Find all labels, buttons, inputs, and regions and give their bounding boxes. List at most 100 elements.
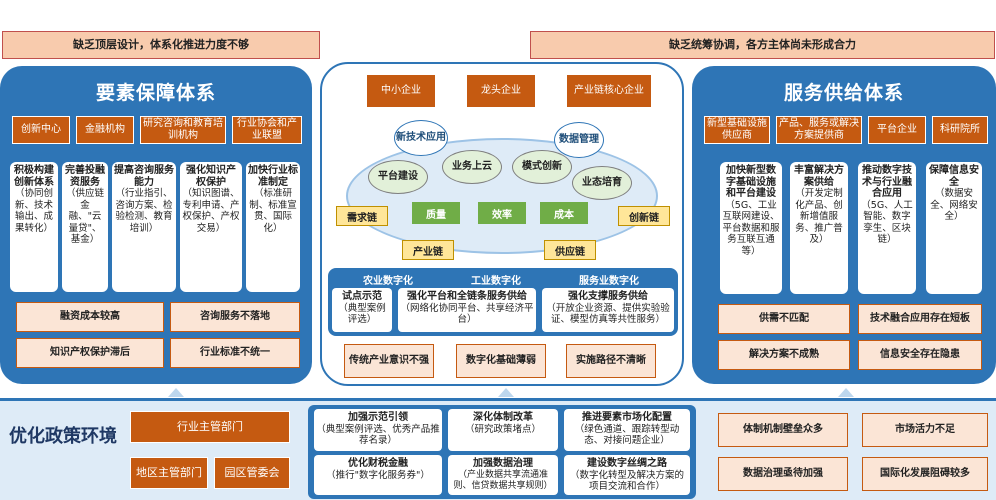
- measure-head: 推进要素市场化配置: [582, 412, 672, 423]
- arrow-up-left: [168, 388, 184, 397]
- measure-head: 试点示范: [342, 291, 382, 302]
- measure-body: （5G、人工智能、数字孪生、区块链）: [861, 199, 913, 246]
- oval-model: 模式创新: [512, 150, 572, 184]
- measure-head: 提高咨询服务能力: [114, 165, 174, 188]
- transform-block: 农业数字化 工业数字化 服务业数字化 试点示范 （典型案例评选） 强化平台和全链…: [328, 268, 678, 336]
- measure-head: 保障信息安全: [929, 165, 979, 188]
- measure-standards: 加快行业标准制定 （标准研制、标准宣贯、国际化）: [246, 162, 300, 292]
- measure-fiscal-finance: 优化财税金融 （推行"数字化服务券"）: [314, 455, 442, 495]
- measure-head: 丰富解决方案供给: [794, 165, 844, 188]
- issue-standards: 行业标准不统一: [170, 338, 300, 368]
- issue-solution-maturity: 解决方案不成熟: [718, 340, 850, 370]
- measure-head: 强化支撑服务供给: [568, 291, 648, 302]
- measure-head: 加强示范引领: [348, 412, 408, 423]
- actor-solution-provider: 产品、服务或解决方案提供商: [776, 116, 862, 144]
- measure-body: （开放企业资源、提供实验验证、模型仿真等共性服务）: [546, 302, 670, 326]
- measure-body: （协同创新、技术输出、成果转化）: [14, 188, 53, 234]
- measure-body: （绿色通道、跟踪转型动态、对接问题企业）: [574, 423, 680, 447]
- measure-platform-supply: 强化平台和全链条服务供给 （网络化协同平台、共享经济平台）: [398, 288, 536, 332]
- measure-body: （数字化转型及解决方案的项目交流和合作）: [569, 469, 684, 493]
- measure-head: 加强数据治理: [473, 458, 533, 469]
- arrow-up-center: [498, 388, 514, 397]
- box-quality: 质量: [412, 202, 460, 224]
- oval-cloud: 业务上云: [442, 150, 502, 184]
- chain-innovation: 创新链: [618, 206, 670, 226]
- measure-ip-protection: 强化知识产权保护 （知识图谱、专利申请、产权保护、产权交易）: [180, 162, 242, 292]
- measure-body: （供应链金融、"云量贷"、基金）: [65, 188, 104, 245]
- dept-industry: 行业主管部门: [130, 411, 290, 443]
- top-banner-right: 缺乏统筹协调，各方主体尚未形成合力: [530, 31, 995, 59]
- top-banner-left: 缺乏顶层设计，体系化推进力度不够: [2, 31, 320, 59]
- measure-solutions: 丰富解决方案供给 （开发定制化产品、创新增值服务、推广普及）: [790, 162, 848, 294]
- measure-body: （5G、工业互联网建设、平台数据和服务互联互通等）: [722, 199, 780, 257]
- dept-park: 园区管委会: [214, 457, 290, 489]
- measure-body: （典型案例评选、优秀产品推荐名录）: [316, 423, 440, 447]
- issue-foundation: 数字化基础薄弱: [456, 344, 546, 378]
- measure-body: （知识图谱、专利申请、产权保护、产权交易）: [182, 188, 240, 234]
- actor-platform: 平台企业: [868, 116, 926, 144]
- measure-body: （标准研制、标准宣贯、国际化）: [249, 188, 297, 234]
- measure-body: （开发定制化产品、创新增值服务、推广普及）: [795, 188, 843, 245]
- measure-body: （研究政策堵点）: [464, 423, 541, 435]
- chain-industry: 产业链: [402, 240, 454, 260]
- tag-data-mgmt: 数据管理: [554, 122, 604, 158]
- measure-head: 强化平台和全链条服务供给: [407, 291, 527, 302]
- issue-awareness: 传统产业意识不强: [344, 344, 434, 378]
- oval-format: 业态培育: [572, 166, 632, 200]
- actor-infrastructure: 新型基础设施供应商: [704, 116, 770, 144]
- measure-financing: 完善投融资服务 （供应链金融、"云量贷"、基金）: [62, 162, 108, 292]
- issue-info-security: 信息安全存在隐患: [858, 340, 982, 370]
- measure-body: （典型案例评选）: [338, 302, 386, 326]
- measure-body: （数据安全、网络安全）: [930, 188, 978, 222]
- measure-head: 建设数字丝绸之路: [587, 458, 667, 469]
- measure-pilot: 试点示范 （典型案例评选）: [332, 288, 392, 332]
- measure-data-governance: 加强数据治理 （产业数据共享流通准则、信贷数据共享规则）: [448, 455, 558, 495]
- measure-head: 深化体制改革: [473, 412, 533, 423]
- measure-body: （行业指引、咨询方案、检验检测、教育培训）: [115, 188, 173, 234]
- measure-factor-market: 推进要素市场化配置 （绿色通道、跟踪转型动态、对接问题企业）: [564, 409, 690, 451]
- measure-head: 强化知识产权保护: [186, 165, 236, 188]
- issue-internationalization: 国际化发展阻碍较多: [862, 457, 988, 491]
- left-panel-title: 要素保障体系: [95, 82, 216, 104]
- measure-support-supply: 强化支撑服务供给 （开放企业资源、提供实验验证、模型仿真等共性服务）: [542, 288, 674, 332]
- issue-consulting: 咨询服务不落地: [170, 302, 300, 332]
- oval-platform: 平台建设: [368, 160, 428, 194]
- measure-infrastructure: 加快新型数字基础设施和平台建设 （5G、工业互联网建设、平台数据和服务互联互通等…: [720, 162, 782, 294]
- issue-financing-cost: 融资成本较高: [16, 302, 164, 332]
- bottom-panel-title: 优化政策环境: [9, 426, 117, 447]
- issue-ip-lag: 知识产权保护滞后: [16, 338, 164, 368]
- enterprise-core: 产业链核心企业: [566, 74, 652, 108]
- measure-head: 加快行业标准制定: [248, 165, 298, 188]
- transform-agri: 农业数字化: [363, 276, 413, 287]
- transform-industry: 工业数字化: [471, 276, 521, 287]
- measure-head: 积极构建创新体系: [14, 165, 54, 188]
- actor-innovation-center: 创新中心: [12, 116, 70, 144]
- measure-head: 推动数字技术与行业融合应用: [862, 165, 912, 199]
- enterprise-leading: 龙头企业: [466, 74, 536, 108]
- dept-regional: 地区主管部门: [130, 457, 208, 489]
- measure-head: 完善投融资服务: [65, 165, 105, 188]
- measure-head: 加快新型数字基础设施和平台建设: [726, 165, 776, 199]
- right-panel: 服务供给体系 新型基础设施供应商 产品、服务或解决方案提供商 平台企业 科研院所…: [692, 66, 996, 384]
- measure-tech-fusion: 推动数字技术与行业融合应用 （5G、人工智能、数字孪生、区块链）: [858, 162, 916, 294]
- right-panel-title: 服务供给体系: [783, 82, 904, 104]
- measure-digital-silk-road: 建设数字丝绸之路 （数字化转型及解决方案的项目交流和合作）: [564, 455, 690, 495]
- measure-innovation-system: 积极构建创新体系 （协同创新、技术输出、成果转化）: [10, 162, 58, 292]
- measure-info-security: 保障信息安全 （数据安全、网络安全）: [926, 162, 982, 294]
- measure-head: 优化财税金融: [348, 458, 408, 469]
- arrow-up-right: [838, 388, 854, 397]
- issue-institutional-barriers: 体制机制壁垒众多: [718, 413, 848, 447]
- measure-reform: 深化体制改革 （研究政策堵点）: [448, 409, 558, 451]
- bottom-panel: 优化政策环境 行业主管部门 地区主管部门 园区管委会 加强示范引领 （典型案例评…: [0, 398, 996, 500]
- enterprise-sme: 中小企业: [366, 74, 436, 108]
- measure-demonstration: 加强示范引领 （典型案例评选、优秀产品推荐名录）: [314, 409, 442, 451]
- actor-consulting-education: 研究咨询和教育培训机构: [140, 116, 226, 144]
- issue-supply-demand: 供需不匹配: [718, 304, 850, 334]
- chain-demand: 需求链: [336, 206, 388, 226]
- box-efficiency: 效率: [478, 202, 526, 224]
- transform-service: 服务业数字化: [579, 276, 639, 287]
- box-cost: 成本: [540, 202, 588, 224]
- center-panel: 中小企业 龙头企业 产业链核心企业 新技术应用 数据管理 平台建设 业务上云 模…: [320, 62, 684, 386]
- actor-industry-association: 行业协会和产业联盟: [232, 116, 302, 144]
- issue-path: 实施路径不清晰: [566, 344, 656, 378]
